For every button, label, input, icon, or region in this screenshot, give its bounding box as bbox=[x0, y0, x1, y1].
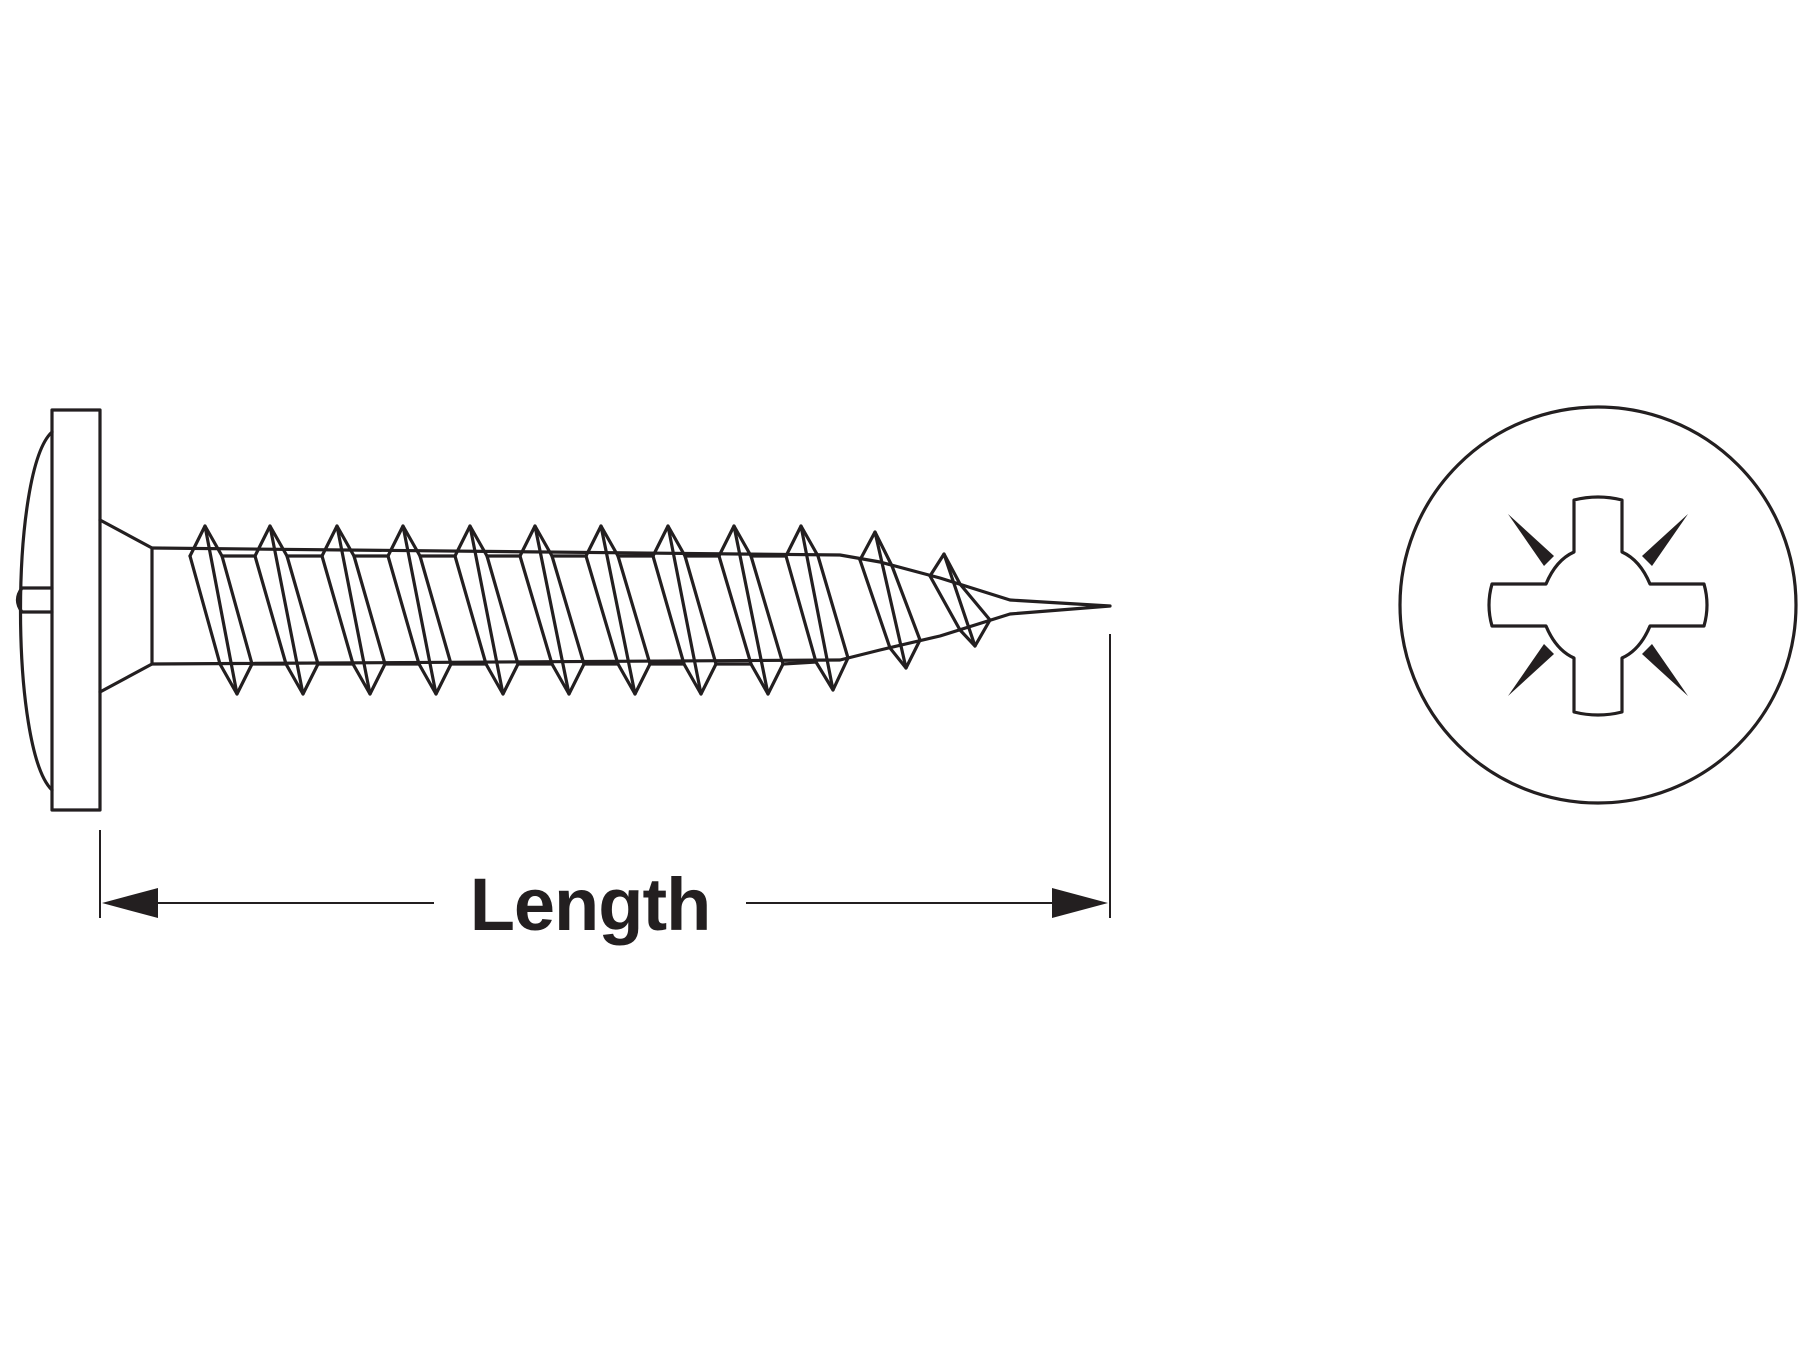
arrowhead-right bbox=[1052, 888, 1108, 918]
cross-recess bbox=[1487, 495, 1709, 717]
screw-thread-edges bbox=[220, 554, 818, 666]
screw-thread-bottom bbox=[218, 618, 992, 696]
pozidriv-tick-marks bbox=[1508, 514, 1688, 696]
pozidriv-head-top-view bbox=[1398, 405, 1798, 805]
screw-shank bbox=[150, 546, 1112, 666]
screw-head-slot bbox=[15, 586, 54, 614]
length-label: Length bbox=[469, 863, 712, 946]
screw-side-view bbox=[15, 408, 1112, 812]
screw-underhead-cone bbox=[98, 518, 154, 694]
screw-head-flange bbox=[50, 408, 102, 812]
arrowhead-left bbox=[102, 888, 158, 918]
screw-head-outline bbox=[1398, 405, 1798, 805]
screw-thread-flanks bbox=[188, 524, 992, 696]
length-dimension bbox=[99, 634, 1111, 918]
